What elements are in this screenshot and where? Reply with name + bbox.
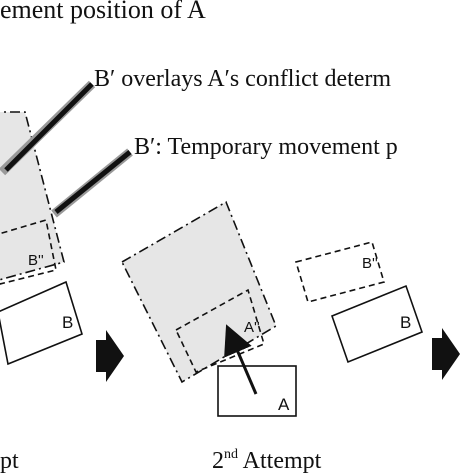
- second-a-prime-shaded-box: [120, 200, 277, 384]
- second-attempt-suffix: Attempt: [238, 448, 322, 474]
- second-a-prime-label: A'': [244, 319, 260, 336]
- second-attempt-prefix: 2: [212, 448, 224, 474]
- second-attempt-sup: nd: [224, 447, 238, 462]
- first-b-prime-label: B'': [28, 252, 44, 269]
- transition-arrow-icon: [96, 330, 124, 382]
- caption-temp-note: B′: Temporary movement p: [134, 134, 398, 160]
- first-b-label: B: [62, 313, 73, 332]
- temp-pointer-arrow-core: [54, 150, 132, 214]
- second-a-label: A: [278, 395, 290, 414]
- second-b-prime-box: [294, 241, 386, 303]
- overlay-pointer-arrow-core: [4, 82, 94, 172]
- caption-overlay-note: B′ overlays A′s conflict determ: [94, 66, 391, 92]
- second-b-box: [330, 284, 424, 364]
- transition-arrow-icon-2: [432, 328, 460, 380]
- first-attempt-caption: pt: [0, 448, 19, 474]
- second-b-prime-label: B'': [362, 255, 378, 272]
- second-attempt-caption: 2nd Attempt: [212, 447, 322, 474]
- second-movement-arrow: [224, 324, 258, 395]
- first-b-box: [0, 280, 83, 366]
- second-a-prime-inner-box: [174, 288, 265, 374]
- caption-top-line: ement position of A: [0, 0, 206, 24]
- second-a-box: [217, 365, 297, 417]
- second-b-label: B: [400, 313, 411, 332]
